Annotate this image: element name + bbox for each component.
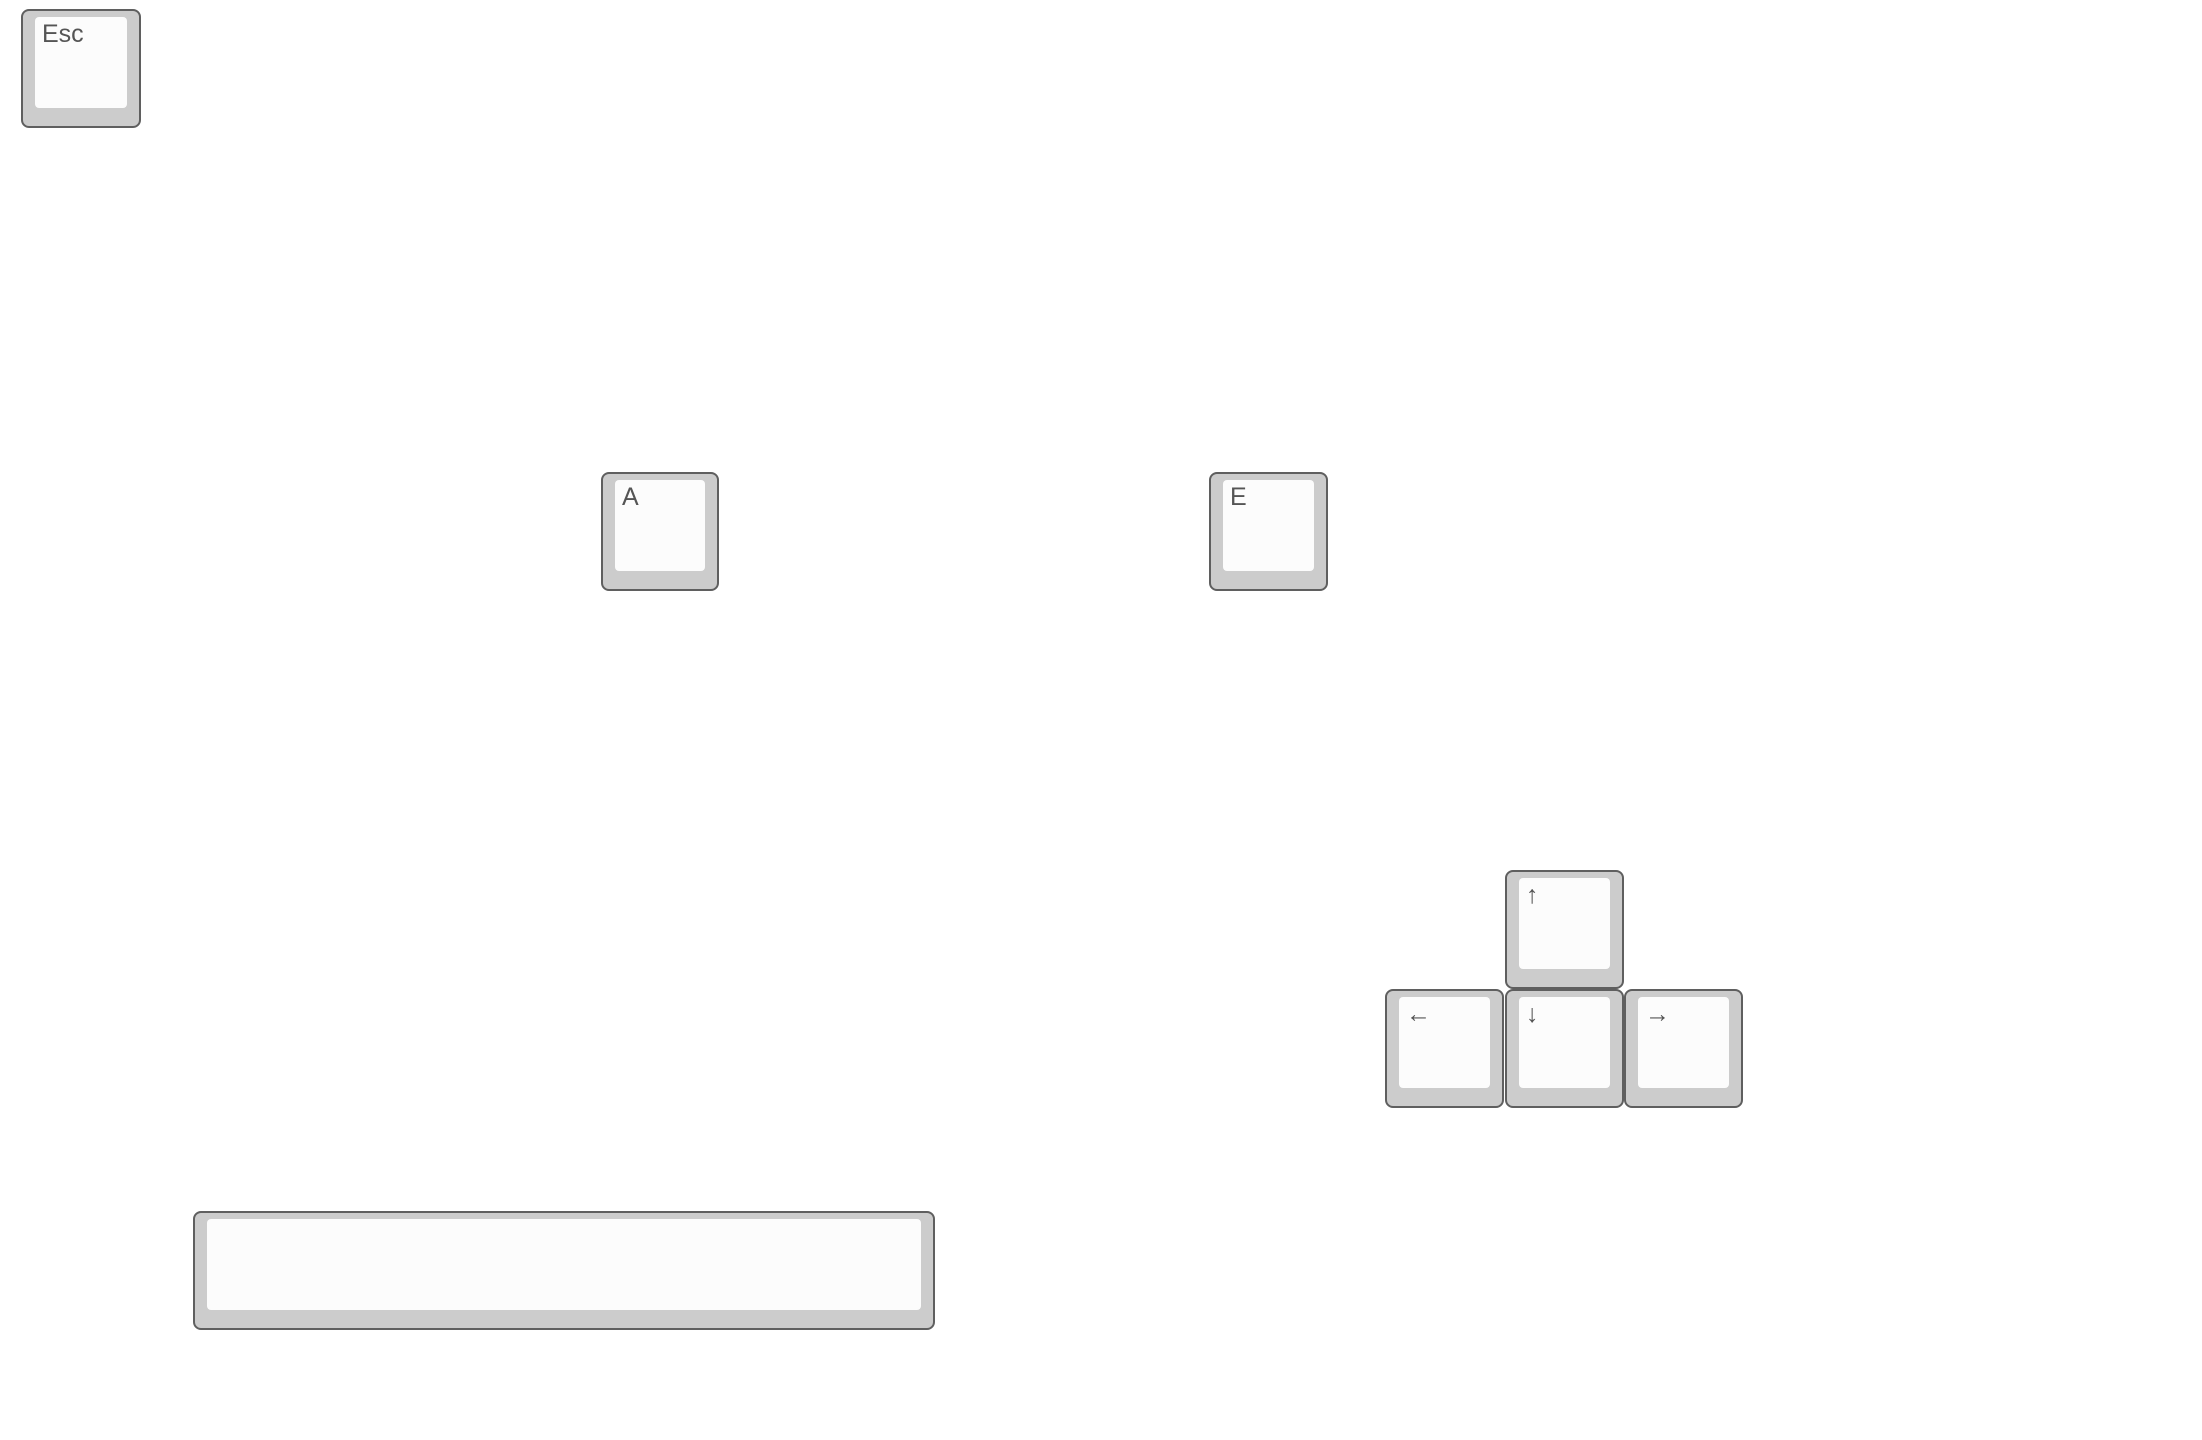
arrow-down-icon: ↓ bbox=[1526, 1000, 1539, 1028]
esc-key[interactable]: Esc bbox=[21, 9, 141, 128]
arrow-left-icon: ← bbox=[1406, 1000, 1431, 1028]
arrow-up-key[interactable]: ↑ bbox=[1505, 870, 1624, 989]
arrow-right-icon: → bbox=[1645, 1000, 1670, 1028]
arrow-right-key-cap: → bbox=[1638, 997, 1729, 1088]
arrow-down-key[interactable]: ↓ bbox=[1505, 989, 1624, 1108]
e-key-cap: E bbox=[1223, 480, 1314, 571]
space-bar-key[interactable] bbox=[193, 1211, 935, 1330]
arrow-down-key-cap: ↓ bbox=[1519, 997, 1610, 1088]
esc-key-label: Esc bbox=[42, 20, 84, 48]
arrow-up-icon: ↑ bbox=[1526, 881, 1539, 909]
a-key-label: A bbox=[622, 483, 639, 511]
e-key-label: E bbox=[1230, 483, 1247, 511]
a-key-cap: A bbox=[615, 480, 705, 571]
a-key[interactable]: A bbox=[601, 472, 719, 591]
e-key[interactable]: E bbox=[1209, 472, 1328, 591]
arrow-left-key[interactable]: ← bbox=[1385, 989, 1504, 1108]
arrow-left-key-cap: ← bbox=[1399, 997, 1490, 1088]
esc-key-cap: Esc bbox=[35, 17, 127, 108]
arrow-right-key[interactable]: → bbox=[1624, 989, 1743, 1108]
space-bar-key-cap bbox=[207, 1219, 921, 1310]
arrow-up-key-cap: ↑ bbox=[1519, 878, 1610, 969]
